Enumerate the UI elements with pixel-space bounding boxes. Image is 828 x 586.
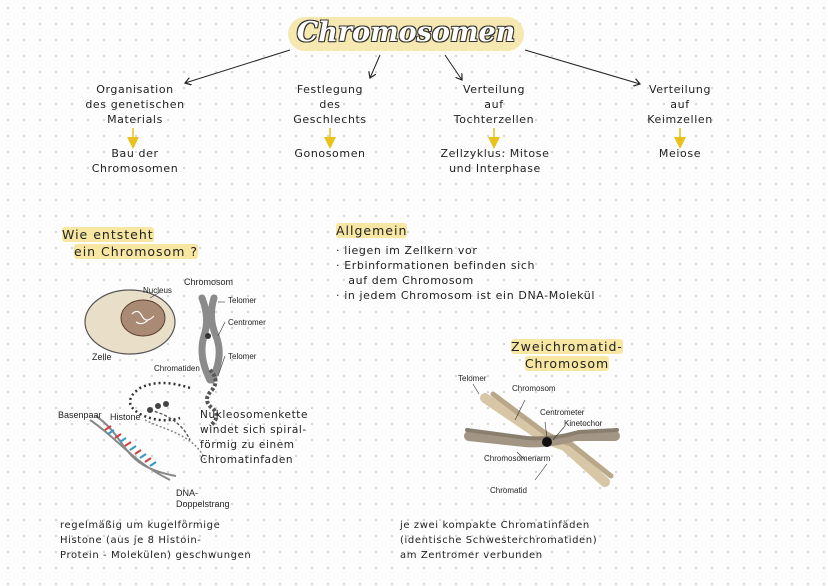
branch-1-result: Bau der Chromosomen	[60, 146, 210, 176]
label-histone: Histone	[110, 412, 141, 422]
label-chromosom: Chromosom	[184, 277, 234, 287]
branch-1-topic-line: Materials	[107, 113, 163, 126]
branch-2-topic-line: des	[319, 98, 341, 111]
chromosome-formation-illustration	[84, 289, 226, 481]
label-telomer-bottom: Telomer	[228, 352, 257, 361]
nukleosom-note-line: Nukleosomenkette	[200, 409, 309, 421]
entstehung-heading-line: ein Chromosom ?	[74, 244, 198, 259]
label-basenpaar: Basenpaar	[58, 410, 102, 420]
branch-4-result: Meiose	[615, 146, 745, 161]
branch-2-topic-line: Festlegung	[296, 83, 364, 96]
zweichromatid-caption-line: (identische Schwesterchromatiden)	[400, 535, 598, 546]
label-chromosom-2: Chromosom	[512, 384, 556, 393]
branch-1-result-line: Chromosomen	[91, 162, 179, 175]
nukleosom-note-line: förmig zu einem	[200, 439, 295, 451]
label-dna-line: Doppelstrang	[176, 499, 230, 509]
list-item: · liegen im Zellkern vor	[336, 244, 478, 257]
branch-3-topic: Verteilung auf Tochterzellen	[424, 82, 564, 127]
branch-2-topic: Festlegung des Geschlechts	[265, 82, 395, 127]
entstehung-caption: regelmäßig um kugelförmige Histone (aus …	[60, 518, 251, 563]
label-chromatid: Chromatid	[490, 486, 527, 495]
branch-3-topic-line: auf	[484, 98, 504, 111]
centromere-dot	[542, 437, 552, 447]
label-chromatiden: Chromatiden	[154, 364, 200, 373]
branch-4-topic-line: Keimzellen	[647, 113, 713, 126]
allgemein-list: · liegen im Zellkern vor · Erbinformatio…	[336, 243, 595, 303]
entstehung-caption-line: Protein - Molekülen) geschwungen	[60, 550, 252, 561]
zweichromatid-heading-line: Zweichromatid-	[511, 339, 623, 354]
nukleosom-note-line: Chromatinfaden	[200, 454, 294, 466]
list-item: · Erbinformationen befinden sich	[336, 259, 536, 272]
entstehung-caption-line: Histone (aus je 8 Histoin-	[60, 535, 202, 546]
nukleosom-note: Nukleosomenkette windet sich spiral- för…	[200, 408, 308, 468]
allgemein-heading-text: Allgemein	[336, 223, 408, 238]
label-telomer-2: Telomer	[458, 374, 487, 383]
entstehung-heading-line: Wie entsteht	[62, 227, 154, 242]
branch-4-topic-line: Verteilung	[648, 83, 712, 96]
zweichromatid-heading-line: Chromosom	[524, 356, 610, 371]
label-telomer-top: Telomer	[228, 296, 257, 305]
label-centromer-2: Centrometer	[540, 408, 585, 417]
branch-4-topic: Verteilung auf Keimzellen	[615, 82, 745, 127]
allgemein-heading: Allgemein	[336, 222, 408, 239]
list-item: · in jedem Chromosom ist ein DNA-Molekül	[336, 289, 596, 302]
branch-1-result-line: Bau der	[111, 147, 159, 160]
branch-3-result-line: Zellzyklus: Mitose	[440, 147, 550, 160]
label-chromosomenarm: Chromosomenarm	[484, 454, 551, 463]
branch-1-topic-line: Organisation	[96, 83, 174, 96]
branch-1-topic: Organisation des genetischen Materials	[60, 82, 210, 127]
branch-4-topic-line: auf	[670, 98, 690, 111]
entstehung-caption-line: regelmäßig um kugelförmige	[60, 520, 221, 531]
branch-2-result: Gonosomen	[265, 146, 395, 161]
page-title: Chromosomen	[296, 17, 516, 48]
label-dna: DNA- Doppelstrang	[176, 488, 230, 510]
zweichromatid-heading: Zweichromatid- Chromosom	[492, 338, 642, 372]
nukleosom-note-line: windet sich spiral-	[200, 424, 307, 436]
label-centromer: Centromer	[228, 318, 266, 327]
zweichromatid-caption-line: am Zentromer verbunden	[400, 550, 543, 561]
label-dna-line: DNA-	[176, 488, 198, 498]
branch-3-topic-line: Tochterzellen	[453, 113, 535, 126]
branch-1-topic-line: des genetischen	[85, 98, 185, 111]
title-highlight	[288, 17, 524, 51]
branch-3-result-line: und Interphase	[449, 162, 541, 175]
label-nucleus: Nucleus	[143, 286, 172, 295]
zweichromatid-caption: je zwei kompakte Chromatinfäden (identis…	[400, 518, 597, 563]
branch-3-result: Zellzyklus: Mitose und Interphase	[420, 146, 570, 176]
zweichromatid-caption-line: je zwei kompakte Chromatinfäden	[400, 520, 590, 531]
list-item: auf dem Chromosom	[336, 274, 474, 287]
mindmap-arrows	[127, 49, 686, 149]
branch-4-result-line: Meiose	[658, 147, 702, 160]
branch-2-result-line: Gonosomen	[294, 147, 366, 160]
branch-3-topic-line: Verteilung	[462, 83, 526, 96]
label-zelle: Zelle	[92, 352, 112, 362]
two-chromatid-chromosome-illustration	[464, 383, 620, 487]
label-kinetochor: Kinetochor	[564, 419, 603, 428]
branch-2-topic-line: Geschlechts	[293, 113, 367, 126]
entstehung-heading: Wie entsteht ein Chromosom ?	[62, 226, 198, 260]
